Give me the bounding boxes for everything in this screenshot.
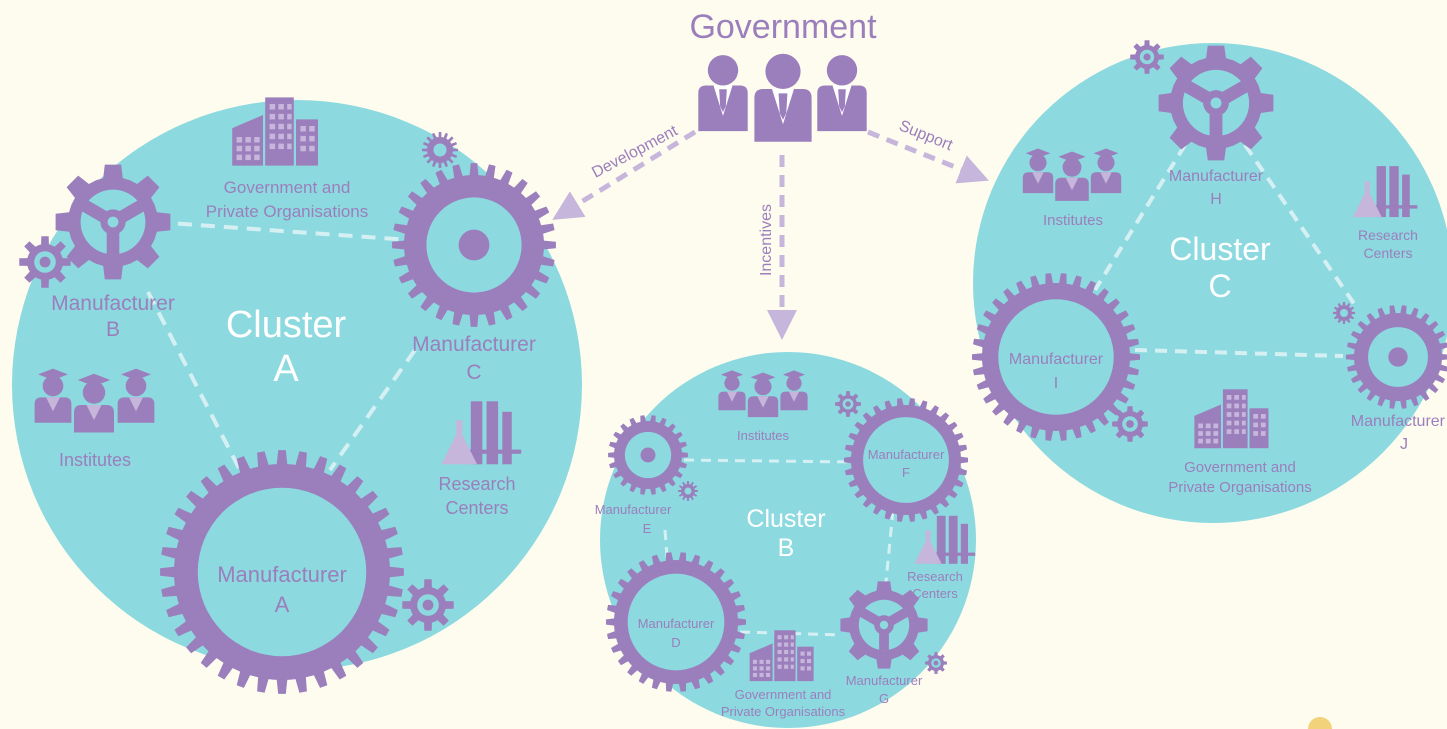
gear-manufacturer-e-icon	[608, 415, 688, 495]
manufacturer-a-letter: A	[275, 592, 290, 617]
manufacturer-i-label: Manufacturer	[1009, 351, 1104, 368]
institutes-icon-c	[1022, 148, 1122, 201]
manufacturer-g-label: Manufacturer	[846, 673, 923, 688]
gear-manufacturer-h-icon	[1158, 45, 1274, 161]
manufacturer-e-label: Manufacturer	[595, 502, 672, 517]
manufacturer-b-label: Manufacturer	[51, 292, 175, 315]
manufacturer-d-letter: D	[671, 635, 680, 650]
orgs-label-c-2: Private Organisations	[1168, 479, 1311, 496]
gear-small-icon-8	[1112, 406, 1148, 442]
manufacturer-j-label: Manufacturer	[1351, 413, 1446, 430]
orgs-label-b-2: Private Organisations	[721, 704, 846, 719]
manufacturer-h-label: Manufacturer	[1169, 168, 1264, 185]
gear-small-icon-7	[1130, 40, 1164, 74]
incentives-label: Incentives	[758, 204, 775, 276]
corner-decoration-icon	[1308, 717, 1332, 729]
development-arrow	[552, 129, 697, 220]
gear-small-icon-1	[19, 236, 71, 288]
gear-manufacturer-g-icon	[840, 581, 928, 669]
manufacturer-f-label: Manufacturer	[868, 447, 945, 462]
gear-manufacturer-c-icon	[392, 163, 556, 327]
gear-small-icon-4	[835, 391, 861, 417]
research-label-a: Research	[438, 474, 515, 494]
development-label: Development	[589, 122, 681, 182]
manufacturer-g-letter: G	[879, 691, 889, 706]
manufacturer-h-letter: H	[1210, 191, 1222, 208]
manufacturer-c-label: Manufacturer	[412, 333, 536, 356]
institutes-label-b: Institutes	[737, 428, 790, 443]
gear-manufacturer-f-icon	[844, 398, 968, 522]
manufacturer-e-letter: E	[643, 521, 652, 536]
manufacturer-f-letter: F	[902, 465, 910, 480]
cluster-a-title: Cluster	[226, 304, 347, 346]
cluster-c-letter: C	[1208, 268, 1231, 304]
orgs-label-b: Government and	[735, 687, 832, 702]
manufacturer-i-letter: I	[1054, 375, 1058, 392]
orgs-label-a: Government and	[224, 178, 351, 197]
cluster-c-title: Cluster	[1169, 231, 1271, 267]
research-label-a-2: Centers	[445, 498, 508, 518]
gear-small-icon-5	[678, 481, 698, 501]
orgs-label-a-2: Private Organisations	[206, 202, 369, 221]
cluster-b-letter: B	[778, 534, 795, 562]
research-label-c: Research	[1358, 227, 1418, 243]
gear-small-icon-6	[925, 652, 947, 674]
manufacturer-a-label: Manufacturer	[217, 562, 347, 587]
manufacturer-c-letter: C	[466, 361, 481, 384]
gear-manufacturer-b-icon	[55, 164, 171, 280]
gear-small-icon-2	[402, 579, 454, 631]
orgs-label-c: Government and	[1184, 459, 1296, 476]
research-label-c-2: Centers	[1363, 245, 1412, 261]
institutes-icon-b	[718, 370, 808, 418]
government-title: Government	[689, 8, 877, 46]
manufacturer-b-letter: B	[106, 318, 120, 341]
institutes-label-a: Institutes	[59, 450, 131, 470]
gear-manufacturer-j-icon	[1346, 305, 1447, 409]
cluster-a-letter: A	[273, 348, 299, 390]
research-label-b: Research	[907, 569, 963, 584]
manufacturer-d-label: Manufacturer	[638, 616, 715, 631]
research-label-b-2: Centers	[912, 586, 958, 601]
gear-manufacturer-d-icon	[606, 552, 746, 692]
manufacturer-j-letter: J	[1400, 436, 1408, 453]
institutes-label-c: Institutes	[1043, 212, 1103, 229]
gear-small-icon-9	[1333, 302, 1355, 324]
gear-small-icon-3	[422, 132, 458, 168]
gear-manufacturer-a-icon	[160, 450, 404, 694]
government-people-icon	[698, 53, 867, 142]
cluster-b-title: Cluster	[746, 505, 825, 533]
gear-manufacturer-i-icon	[972, 273, 1140, 441]
